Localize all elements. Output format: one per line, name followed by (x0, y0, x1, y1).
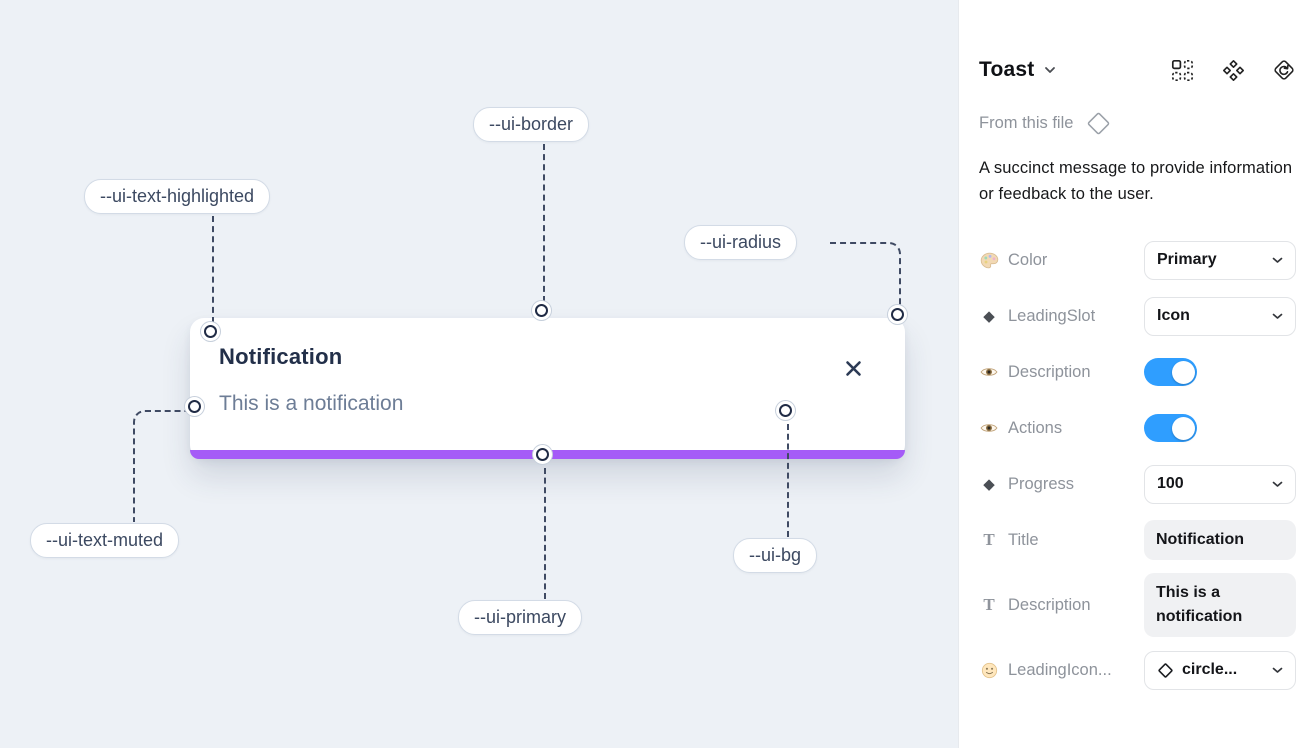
chevron-down-icon (1044, 66, 1056, 74)
title-field[interactable]: Notification (1144, 520, 1296, 560)
chevron-down-icon (1272, 481, 1283, 488)
property-label: Title (1008, 530, 1039, 549)
leadingicon-value: circle... (1182, 661, 1238, 678)
anchor-dot-top-left[interactable] (204, 325, 217, 338)
toast-component[interactable]: Notification This is a notification (190, 318, 905, 459)
property-label: LeadingIcon... (1008, 660, 1112, 679)
property-row-progress: ◆ Progress 100 (979, 456, 1296, 512)
anchor-dot-right[interactable] (779, 404, 792, 417)
color-value: Primary (1157, 251, 1217, 268)
leadingicon-dropdown[interactable]: circle... (1144, 650, 1296, 690)
token-pill-ui-bg[interactable]: --ui-bg (733, 538, 818, 573)
smiley-icon (979, 662, 999, 679)
connector-line-text-muted (133, 410, 188, 522)
component-description: A succinct message to provide informatio… (979, 159, 1293, 203)
text-icon: T (983, 530, 995, 549)
property-row-description-toggle: Description (979, 344, 1296, 400)
property-row-leadingslot: ◆ LeadingSlot Icon (979, 288, 1296, 344)
anchor-dot-bottom-center[interactable] (536, 448, 549, 461)
chevron-down-icon (1272, 313, 1283, 320)
toggle-knob (1171, 416, 1195, 440)
property-row-title: T Title Notification (979, 512, 1296, 568)
diamond-icon: ◆ (983, 475, 995, 493)
connector-line-bg (787, 424, 789, 537)
toast-title: Notification (219, 344, 343, 369)
token-pill-ui-text-highlighted[interactable]: --ui-text-highlighted (84, 179, 271, 214)
panel-header-icons (1170, 58, 1296, 82)
text-icon: T (983, 595, 995, 614)
return-diamond-icon[interactable] (1272, 58, 1296, 82)
variants-grid-icon[interactable] (1170, 58, 1194, 82)
source-row: From this file (979, 110, 1296, 137)
panel-header: Toast (979, 52, 1296, 88)
leadingslot-dropdown[interactable]: Icon (1144, 296, 1296, 336)
property-label: Progress (1008, 474, 1075, 493)
token-pill-ui-text-muted[interactable]: --ui-text-muted (30, 523, 180, 558)
progress-value: 100 (1157, 475, 1184, 492)
anchor-dot-top-right[interactable] (891, 308, 904, 321)
properties-panel: Toast (958, 0, 1312, 748)
diamond-icon: ◆ (983, 307, 995, 325)
component-selector[interactable]: Toast (979, 58, 1056, 82)
token-pill-ui-radius[interactable]: --ui-radius (684, 225, 798, 260)
property-label: LeadingSlot (1008, 306, 1096, 325)
source-label: From this file (979, 114, 1074, 132)
connector-line-text-highlighted (212, 216, 214, 323)
x-close-icon (844, 359, 863, 378)
component-name: Toast (979, 58, 1035, 81)
description-field[interactable]: This is a notification (1144, 573, 1296, 637)
eye-icon (979, 366, 999, 378)
property-label: Description (1008, 595, 1091, 614)
property-row-actions-toggle: Actions (979, 400, 1296, 456)
anchor-dot-left[interactable] (188, 400, 201, 413)
token-pill-ui-border[interactable]: --ui-border (473, 107, 590, 142)
property-label: Description (1008, 362, 1091, 381)
chevron-down-icon (1272, 667, 1283, 674)
property-rows: Color Primary ◆ LeadingSlot Icon (979, 232, 1296, 698)
property-label: Actions (1008, 418, 1063, 437)
property-label: Color (1008, 250, 1048, 269)
property-row-leadingicon: LeadingIcon... circle... (979, 642, 1296, 698)
palette-icon (979, 252, 999, 269)
description-toggle[interactable] (1144, 358, 1197, 386)
diamond-outline-icon (1157, 662, 1174, 679)
chevron-down-icon (1272, 257, 1283, 264)
progress-dropdown[interactable]: 100 (1144, 464, 1296, 504)
property-row-color: Color Primary (979, 232, 1296, 288)
actions-toggle[interactable] (1144, 414, 1197, 442)
anchor-dot-top-center[interactable] (535, 304, 548, 317)
property-row-description-text: T Description This is a notification (979, 568, 1296, 642)
design-canvas[interactable]: Notification This is a notification --ui… (0, 0, 958, 748)
connector-line-border (543, 144, 545, 302)
toast-close-button[interactable] (840, 355, 866, 381)
leadingslot-value: Icon (1157, 307, 1190, 324)
component-diamonds-icon[interactable] (1221, 58, 1245, 82)
toggle-knob (1171, 360, 1195, 384)
connector-line-primary (544, 468, 546, 599)
eye-icon (979, 422, 999, 434)
connector-line-radius (830, 242, 901, 306)
toast-description: This is a notification (219, 392, 404, 415)
token-pill-ui-primary[interactable]: --ui-primary (458, 600, 582, 635)
color-dropdown[interactable]: Primary (1144, 240, 1296, 280)
file-diamond-icon (1085, 110, 1112, 137)
